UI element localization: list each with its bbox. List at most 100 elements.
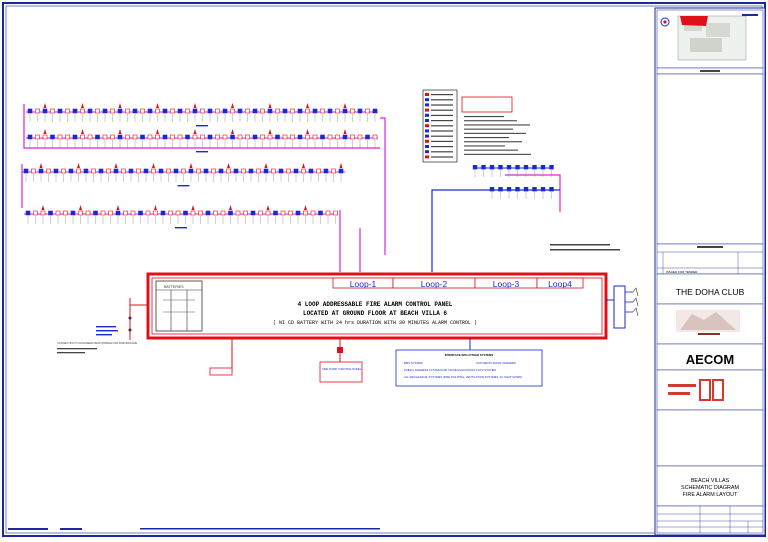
legend-symbol bbox=[425, 150, 429, 154]
field-device bbox=[312, 108, 318, 114]
field-device bbox=[46, 168, 51, 174]
field-device bbox=[273, 210, 278, 216]
field-device bbox=[95, 108, 100, 114]
sounder-symbol bbox=[77, 163, 80, 168]
cluster-device bbox=[489, 187, 495, 192]
field-device bbox=[241, 168, 246, 174]
field-device bbox=[250, 210, 256, 216]
interface-item-5: ALL MECHANICAL SYSTEMS (FIRE FIGHTING, V… bbox=[404, 375, 522, 379]
field-device bbox=[175, 210, 181, 216]
sounder-symbol bbox=[302, 163, 305, 168]
field-device bbox=[177, 134, 183, 140]
legend-text-mark bbox=[431, 125, 453, 127]
field-device bbox=[372, 108, 378, 114]
note-line-mark bbox=[464, 116, 504, 118]
loop-risers bbox=[21, 104, 561, 272]
field-device bbox=[320, 134, 325, 140]
sounder-symbol bbox=[268, 129, 272, 134]
project-name: THE DOHA CLUB bbox=[676, 287, 745, 297]
field-device bbox=[143, 168, 149, 174]
cluster-device bbox=[498, 165, 503, 170]
field-device bbox=[282, 108, 288, 114]
field-device bbox=[72, 108, 78, 114]
sounder-symbol bbox=[154, 205, 157, 210]
field-device bbox=[275, 134, 280, 140]
field-device bbox=[110, 108, 115, 114]
field-device bbox=[335, 108, 340, 114]
field-device bbox=[147, 134, 153, 140]
field-device bbox=[170, 108, 175, 114]
field-device bbox=[140, 108, 145, 114]
field-device bbox=[85, 210, 91, 216]
field-device bbox=[185, 108, 190, 114]
field-device bbox=[297, 108, 303, 114]
field-device bbox=[95, 134, 100, 140]
field-device bbox=[35, 108, 40, 114]
field-device bbox=[338, 168, 344, 174]
sounder-symbol bbox=[156, 103, 159, 108]
legend-text-mark bbox=[431, 140, 453, 142]
loop-1-label: Loop-1 bbox=[350, 279, 377, 289]
field-device bbox=[198, 210, 203, 216]
field-device bbox=[132, 134, 138, 140]
field-device bbox=[230, 134, 235, 140]
field-device bbox=[130, 210, 136, 216]
notes-block bbox=[461, 96, 531, 155]
field-device bbox=[228, 210, 233, 216]
field-device bbox=[200, 134, 205, 140]
sounder-symbol bbox=[339, 163, 343, 168]
loop2-device-cluster bbox=[472, 165, 554, 199]
field-device bbox=[318, 210, 323, 216]
right-output bbox=[606, 285, 639, 329]
legend-text-mark bbox=[431, 156, 453, 158]
field-device bbox=[50, 134, 55, 140]
sounder-symbol bbox=[189, 163, 193, 168]
field-device bbox=[342, 134, 348, 140]
panel-line-1: 4 LOOP ADDRESSABLE FIRE ALARM CONTROL PA… bbox=[298, 301, 453, 308]
field-device bbox=[87, 134, 93, 140]
field-device bbox=[160, 210, 166, 216]
field-device bbox=[297, 134, 303, 140]
field-device bbox=[211, 168, 216, 174]
field-device bbox=[151, 168, 156, 174]
relay-box bbox=[209, 367, 233, 376]
field-device bbox=[275, 108, 280, 114]
field-device bbox=[357, 134, 363, 140]
sounder-symbol bbox=[306, 103, 309, 108]
field-device bbox=[138, 210, 143, 216]
field-device bbox=[63, 210, 68, 216]
sounder-symbol bbox=[79, 205, 82, 210]
sounder-symbol bbox=[306, 129, 309, 134]
legend-symbol bbox=[425, 155, 429, 159]
left-note-extra bbox=[57, 348, 97, 354]
field-device bbox=[158, 168, 164, 174]
field-device bbox=[153, 210, 158, 216]
sounder-symbol bbox=[266, 205, 270, 210]
field-device bbox=[31, 168, 36, 174]
field-device bbox=[372, 134, 378, 140]
panel-line-3: ( NI CD BATTERY WITH 24 hrs DURATION WIT… bbox=[273, 320, 477, 326]
field-device bbox=[113, 168, 119, 174]
note-line-mark bbox=[464, 132, 526, 134]
field-device bbox=[192, 108, 198, 114]
drawing-title-line-2: SCHEMATIC DIAGRAM bbox=[681, 485, 740, 491]
note-line-mark bbox=[464, 141, 522, 143]
field-device bbox=[245, 134, 250, 140]
fire-pump-indicator bbox=[337, 347, 343, 353]
field-device bbox=[140, 134, 145, 140]
field-device bbox=[245, 108, 250, 114]
sounder-symbol bbox=[39, 163, 43, 168]
field-device bbox=[327, 134, 333, 140]
field-device bbox=[188, 168, 194, 174]
sounder-symbol bbox=[152, 163, 155, 168]
sounder-symbol bbox=[116, 205, 120, 210]
field-device bbox=[278, 168, 284, 174]
field-device bbox=[123, 210, 128, 216]
legend-table bbox=[422, 89, 458, 163]
sounder-symbol bbox=[343, 103, 347, 108]
field-device bbox=[203, 168, 209, 174]
legend-text-mark bbox=[431, 120, 453, 122]
cluster-device bbox=[481, 165, 486, 170]
sounder-symbol bbox=[41, 205, 45, 210]
